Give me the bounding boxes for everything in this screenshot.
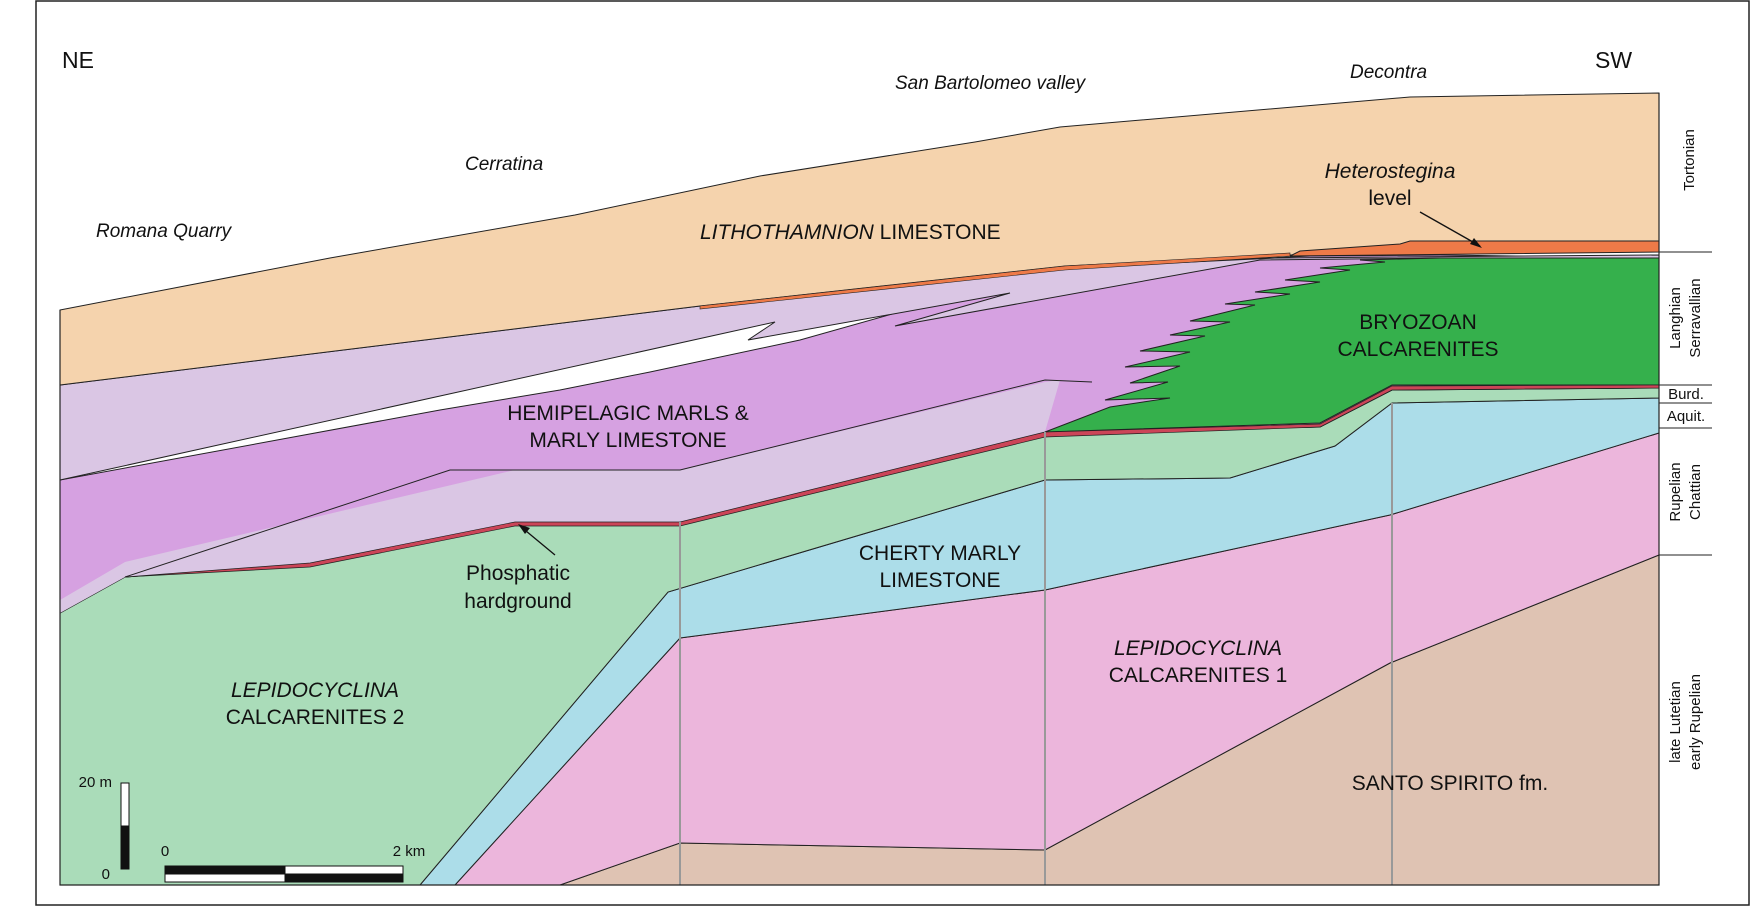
vertical-scale-bottom-label: 0 (102, 866, 110, 883)
stage-tortonian: Tortonian (1681, 129, 1698, 191)
orientation-right-label: SW (1595, 47, 1632, 73)
hemipelagic-lower-light-unit (60, 380, 1060, 613)
horizontal-scale-bar-black-2 (284, 873, 404, 883)
locality-cerratina: Cerratina (465, 154, 543, 175)
santo-spirito-label: SANTO SPIRITO fm. (1352, 772, 1548, 795)
lepido1-label-line1: LEPIDOCYCLINA (1114, 637, 1282, 660)
stage-burd: Burd. (1668, 386, 1704, 403)
orientation-left-label: NE (62, 47, 94, 73)
phosphatic-label-line2: hardground (464, 590, 571, 613)
cherty-label-line1: CHERTY MARLY (859, 542, 1021, 565)
heterostegina-arrow (1419, 211, 1481, 247)
locality-romana-quarry: Romana Quarry (96, 221, 233, 242)
lepido2-label-line1: LEPIDOCYCLINA (231, 679, 399, 702)
stage-serravallian: Serravallian (1687, 278, 1704, 357)
lepido2-label-line2: CALCARENITES 2 (226, 706, 405, 729)
stage-chattian: Chattian (1687, 464, 1704, 520)
lithothamnion-label-rest: LIMESTONE (874, 221, 1001, 244)
hemipelagic-label-line2: MARLY LIMESTONE (529, 429, 726, 452)
bryozoan-label-line1: BRYOZOAN (1359, 311, 1476, 334)
vertical-scale-bar-black (120, 825, 130, 870)
cherty-label-line2: LIMESTONE (880, 569, 1001, 592)
locality-decontra: Decontra (1350, 62, 1427, 83)
bryozoan-calcarenites-unit (1044, 257, 1660, 433)
bryozoan-label-line2: CALCARENITES (1337, 338, 1498, 361)
heterostegina-label-line2: level (1368, 187, 1411, 210)
phosphatic-label-line1: Phosphatic (466, 562, 570, 585)
lithothamnion-label-italic: LITHOTHAMNION (700, 221, 875, 244)
horizontal-scale-end-label: 2 km (393, 843, 426, 860)
horizontal-scale-bar-white (284, 865, 404, 875)
lithothamnion-label: LITHOTHAMNION LIMESTONE (700, 221, 1001, 244)
stage-rupelian: Rupelian (1667, 462, 1684, 521)
hemipelagic-lower-boundary (124, 379, 1093, 578)
section-outline (59, 93, 1660, 886)
vertical-scale-top-label: 20 m (79, 774, 112, 791)
stage-aquit: Aquit. (1667, 408, 1705, 425)
heterostegina-arrowhead (1470, 238, 1482, 248)
horizontal-scale-bar-white-lower (164, 873, 286, 883)
phosphatic-arrowhead (518, 524, 530, 534)
stage-late-lutetian: late Lutetian (1667, 681, 1684, 763)
lithothamnion-base-orange-band (699, 252, 1291, 310)
heterostegina-label-line1: Heterostegina (1325, 160, 1456, 183)
stage-langhian: Langhian (1667, 287, 1684, 349)
locality-san-bartolomeo: San Bartolomeo valley (895, 73, 1087, 94)
lepido1-label-line2: CALCARENITES 1 (1109, 664, 1288, 687)
hemipelagic-label-line1: HEMIPELAGIC MARLS & (507, 402, 749, 425)
stage-early-rupelian: early Rupelian (1687, 674, 1704, 770)
horizontal-scale-start-label: 0 (161, 843, 169, 860)
horizontal-scale-bar-black-1 (164, 865, 286, 875)
vertical-scale-bar-white (120, 782, 130, 827)
